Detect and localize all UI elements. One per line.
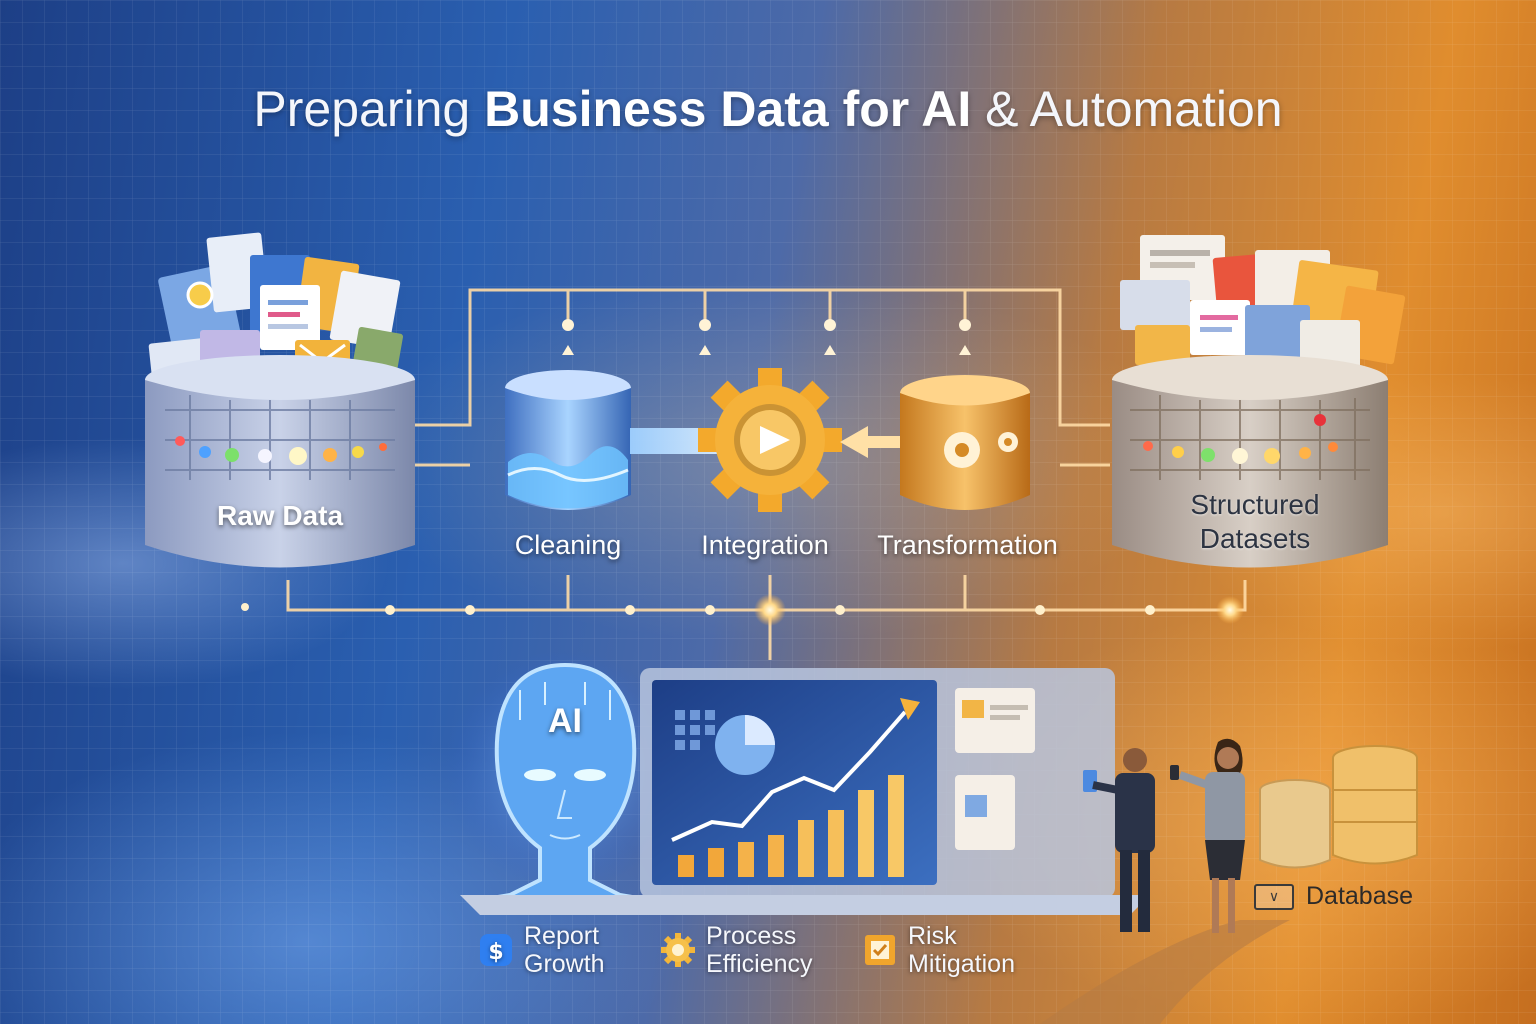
svg-text:$: $	[488, 940, 503, 965]
dashboard-laptop	[460, 668, 1150, 915]
raw-documents-pile	[148, 232, 403, 380]
structured-datasets-label: Structured Datasets	[1190, 489, 1320, 554]
gear-icon	[660, 932, 696, 968]
transformation-label: Transformation	[877, 530, 1058, 560]
structured-documents-pile	[1120, 235, 1406, 370]
raw-data-status-lights	[175, 436, 387, 465]
integration-label: Integration	[701, 530, 829, 560]
structured-status-lights	[1143, 414, 1338, 464]
raw-data-label: Raw Data	[216, 500, 344, 531]
legend-report-growth: $ Report Growth	[478, 922, 605, 978]
raw-data-cylinder	[145, 232, 415, 568]
bottom-flow-nodes	[241, 594, 1244, 626]
woman-figure	[1170, 738, 1245, 933]
dashboard-pie-chart	[715, 715, 775, 775]
business-people	[1040, 738, 1290, 1024]
cleaning-cylinder	[505, 370, 631, 510]
dashboard-side-panels	[955, 688, 1035, 850]
database-stack-icon	[1259, 745, 1418, 869]
database-label: Database	[1306, 882, 1414, 910]
dashboard-bar-chart	[678, 775, 904, 877]
database-legend: ∨ Database	[1254, 882, 1413, 911]
page-title: Preparing Business Data for AI & Automat…	[253, 81, 1283, 137]
dashboard-grid-icon	[675, 710, 715, 750]
checklist-icon	[862, 932, 898, 968]
top-flow-nodes	[562, 319, 971, 355]
man-figure	[1083, 748, 1155, 932]
legend-process-efficiency: Process Efficiency	[660, 922, 813, 978]
dollar-icon: $	[478, 932, 514, 968]
cleaning-label: Cleaning	[514, 530, 622, 560]
structured-datasets-cylinder	[1112, 235, 1406, 568]
top-flow-lines	[415, 288, 1110, 467]
database-box-icon: ∨	[1254, 883, 1294, 910]
dashboard-trend-line	[671, 710, 907, 842]
ai-badge: AI	[548, 702, 582, 740]
legend-risk-mitigation: Risk Mitigation	[862, 922, 1015, 978]
transformation-to-integration-arrow	[840, 426, 910, 458]
integration-gear	[698, 368, 842, 512]
transformation-cylinder	[900, 375, 1030, 510]
